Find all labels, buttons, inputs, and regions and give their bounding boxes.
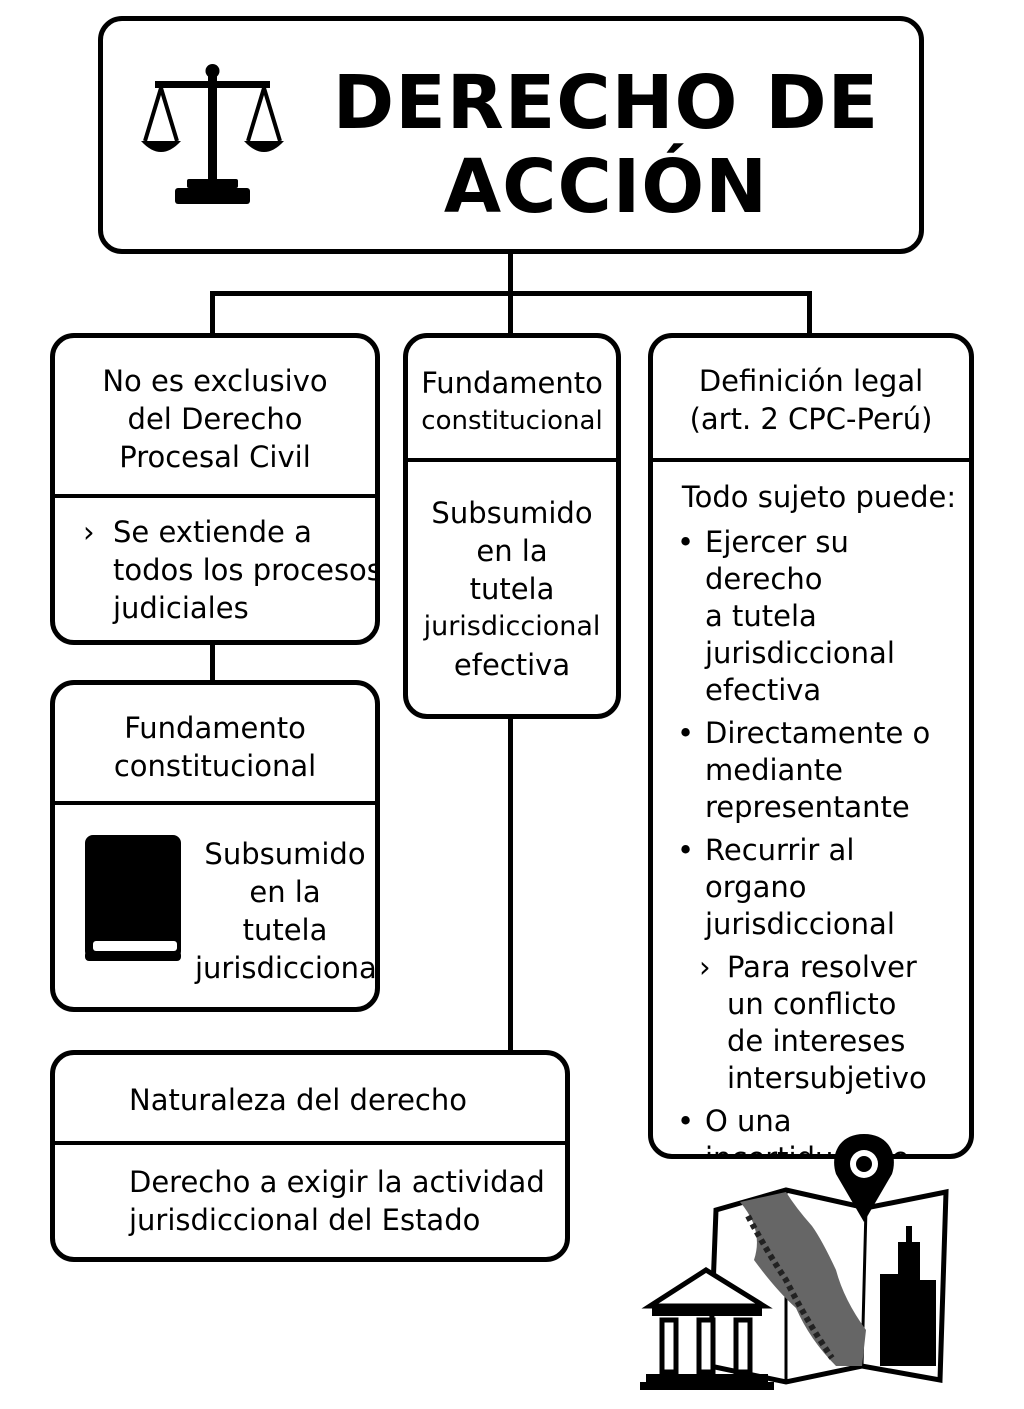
not-exclusive-box: No es exclusivo del Derecho Procesal Civ… [50,333,380,645]
definicion-legal-header: Definición legal (art. 2 CPC-Perú) [653,338,969,462]
sub-line: de intereses [727,1024,906,1058]
header-line: constitucional [113,749,317,783]
body-line: judiciales [113,591,249,625]
bullet-line: mediante [705,753,843,787]
body-line: todos los procesos [113,553,380,587]
connector-left-drop [210,291,215,336]
body-line: Subsumido [431,496,593,530]
book-icon [81,833,185,965]
header-line: Definición legal [698,364,924,398]
bullet-item: Recurrir al organo jurisdiccional [675,832,963,943]
bullet-line: a tutela [705,599,817,633]
naturaleza-title: Naturaleza del derecho [129,1083,467,1117]
body-line: en la [249,875,321,909]
location-pin-icon [834,1134,894,1222]
body-line: en la [476,534,548,568]
naturaleza-header: Naturaleza del derecho [55,1055,565,1145]
body-line: efectiva [453,648,571,682]
fundamento-left-header: Fundamento constitucional [55,685,375,805]
connector-middle-drop [508,291,513,336]
header-line: Fundamento [124,711,306,745]
courthouse-icon [640,1267,774,1390]
not-exclusive-body: › Se extiende a todos los procesos judic… [55,513,375,627]
bullet-item: Directamente o mediante representante [675,715,963,826]
body-line: Derecho a exigir la actividad [129,1165,545,1199]
scales-icon [137,63,287,213]
fundamento-left-box: Fundamento constitucional Subsumido en l… [50,680,380,1012]
body-line: jurisdiccional [195,951,380,985]
header-line: (art. 2 CPC-Perú) [689,402,933,436]
header-line: del Derecho [127,402,303,436]
fundamento-middle-body: Subsumido en la tutela jurisdiccional ef… [408,494,616,684]
bullet-line: O una [705,1104,792,1138]
bullet-line: jurisdiccional [705,636,895,670]
map-illustration [636,1130,956,1392]
bullet-item: Ejercer su derecho a tutela jurisdiccion… [675,524,963,709]
page-title: DERECHO DE ACCIÓN [313,61,899,229]
bullet-line: representante [705,790,910,824]
bullet-line: Directamente o [705,716,931,750]
body-line: Se extiende a [113,515,312,549]
header-line: Procesal Civil [119,440,311,474]
fundamento-middle-box: Fundamento constitucional Subsumido en l… [403,333,621,719]
title-box: DERECHO DE ACCIÓN [98,16,924,254]
intro-text: Todo sujeto puede: [681,480,957,514]
body-line: tutela [469,572,555,606]
body-line: jurisdiccional [423,611,601,642]
bullet-line: jurisdiccional [705,907,895,941]
connector-right-drop [807,291,812,336]
sub-item: › Para resolver un conflicto de interese… [699,949,963,1097]
bullet-line: Ejercer su derecho [705,525,849,596]
sub-line: intersubjetivo [727,1061,927,1095]
naturaleza-box: Naturaleza del derecho Derecho a exigir … [50,1050,570,1262]
sub-line: Para resolver [727,950,917,984]
definicion-legal-body: Todo sujeto puede: Ejercer su derecho a … [653,478,969,1154]
header-line: No es exclusivo [102,364,328,398]
page-title-line-1: DERECHO DE [332,60,880,146]
body-line: tutela [242,913,328,947]
body-line: Subsumido [204,837,366,871]
chevron-right-icon: › [83,515,95,549]
connector-middle-lower [508,714,513,1054]
header-line: constitucional [421,406,603,436]
definicion-legal-box: Definición legal (art. 2 CPC-Perú) Todo … [648,333,974,1159]
connector-title-down [508,250,513,296]
page-title-line-2: ACCIÓN [443,144,769,230]
bullet-line: efectiva [705,673,822,707]
naturaleza-body: Derecho a exigir la actividad jurisdicci… [55,1163,565,1239]
chevron-right-icon: › [699,950,711,984]
header-line: Fundamento [421,366,603,400]
connector-left-lower [210,640,215,684]
fundamento-left-body: Subsumido en la tutela jurisdiccional [195,835,375,987]
body-line: jurisdiccional del Estado [129,1203,481,1237]
sub-line: un conflicto [727,987,897,1021]
city-skyline-icon [880,1226,936,1366]
fundamento-middle-header: Fundamento constitucional [408,338,616,462]
not-exclusive-header: No es exclusivo del Derecho Procesal Civ… [55,338,375,498]
bullet-line: Recurrir al organo [705,833,855,904]
